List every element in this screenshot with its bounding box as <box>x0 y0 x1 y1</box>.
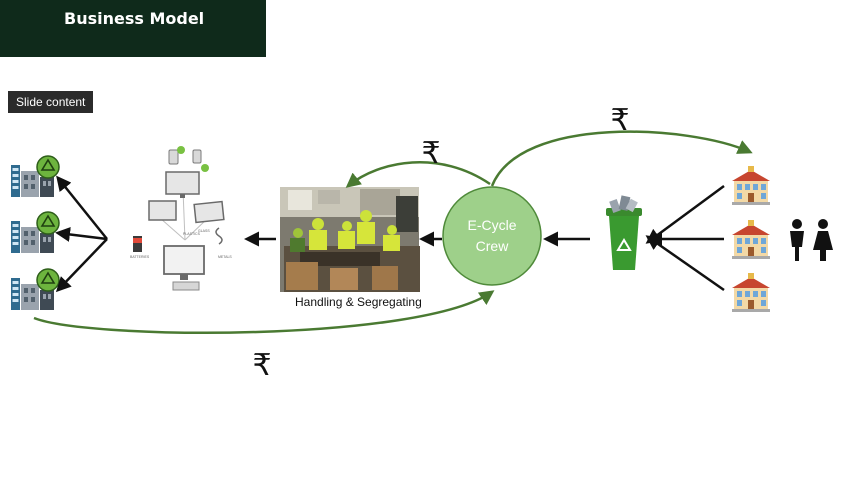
node-label-line2: Crew <box>476 238 510 254</box>
money-flow-to-handling <box>345 161 491 188</box>
title-bar: Business Model <box>0 0 266 57</box>
arrow-to-factory-2 <box>55 227 108 242</box>
arrow-from-school-1 <box>645 184 725 244</box>
label-plastics: PLASTICS <box>183 232 201 236</box>
handling-segregating-photo <box>280 187 420 292</box>
arrow-from-school-3 <box>645 235 725 292</box>
page-title: Business Model <box>64 9 205 28</box>
phone-icon <box>192 149 202 164</box>
monitor-icon <box>148 200 177 221</box>
people-icon <box>790 219 833 261</box>
monitor-icon <box>165 171 200 195</box>
arrow-to-factory-3 <box>55 238 108 293</box>
computer-icon <box>163 245 205 275</box>
laptop-icon <box>193 200 225 224</box>
money-flow-to-schools <box>490 130 753 187</box>
school-building-icon <box>732 273 770 312</box>
label-metals: METALS <box>218 255 232 259</box>
arrow-to-factory-1 <box>56 175 108 240</box>
school-building-icon <box>732 220 770 259</box>
label-glass: GLASS <box>198 229 210 233</box>
cable-icon <box>215 227 223 245</box>
node-label-line1: E-Cycle <box>467 217 516 233</box>
factory-recycle-icon <box>10 268 60 311</box>
factory-recycle-icon <box>10 211 60 254</box>
rupee-symbol-factories: ₹ <box>252 349 271 382</box>
recycle-bin-icon <box>606 195 642 270</box>
tablet-icon <box>168 149 179 165</box>
e-cycle-crew-node <box>442 186 542 286</box>
battery-icon <box>133 236 142 252</box>
rupee-symbol-schools: ₹ <box>610 104 629 137</box>
factory-recycle-icon <box>10 155 60 198</box>
photo-caption: Handling & Segregating <box>295 295 422 309</box>
ewaste-illustration: PLASTICS GLASS BATTERIES METALS <box>130 146 232 291</box>
school-building-icon <box>732 166 770 205</box>
rupee-symbol-handling: ₹ <box>421 137 440 170</box>
slide-content-tag[interactable]: Slide content <box>8 91 94 113</box>
label-batteries: BATTERIES <box>130 255 150 259</box>
money-flow-from-factories <box>33 290 495 335</box>
